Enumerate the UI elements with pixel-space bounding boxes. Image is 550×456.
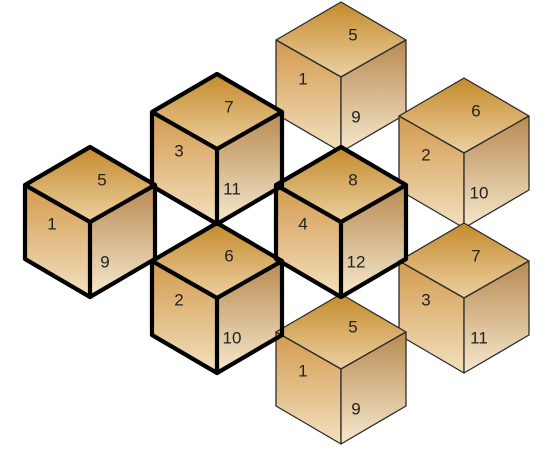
cube-right-number: 10 xyxy=(223,329,242,348)
cube-left-number: 1 xyxy=(47,215,56,234)
cube-left-number: 2 xyxy=(174,291,183,310)
cube-right-number: 9 xyxy=(351,108,360,127)
cube-top-number: 5 xyxy=(348,26,357,45)
cube-top-number: 5 xyxy=(348,318,357,337)
cube-top-number: 6 xyxy=(224,247,233,266)
cube-top-number: 7 xyxy=(471,247,480,266)
cube-right-number: 11 xyxy=(223,180,241,199)
cube-left-number: 1 xyxy=(298,70,307,89)
cube-top-number: 7 xyxy=(224,98,233,117)
cube: 5 1 9 xyxy=(276,294,406,444)
cube-left-number: 3 xyxy=(421,291,430,310)
cube-right-number: 12 xyxy=(347,253,366,272)
cube-top-number: 6 xyxy=(471,102,480,121)
cube-top-number: 5 xyxy=(97,171,106,190)
cube: 5 1 9 xyxy=(276,2,406,152)
cube: 6 2 10 xyxy=(399,78,529,228)
cube-top-number: 8 xyxy=(348,171,357,190)
cube: 7 3 11 xyxy=(399,223,529,373)
cube-left-number: 4 xyxy=(298,215,307,234)
cube-right-number: 9 xyxy=(100,253,109,272)
cube-right-number: 9 xyxy=(351,400,360,419)
cube-right-number: 11 xyxy=(470,329,488,348)
cube-left-number: 2 xyxy=(421,146,430,165)
cube-left-number: 3 xyxy=(174,142,183,161)
cube-right-number: 10 xyxy=(470,184,489,203)
cube-left-number: 1 xyxy=(298,362,307,381)
